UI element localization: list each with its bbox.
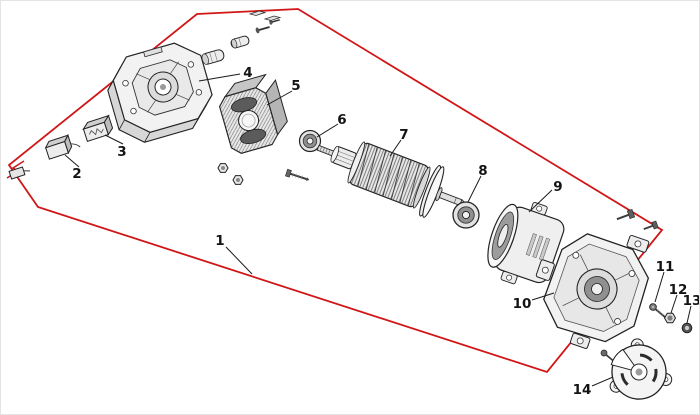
- terminal-tab-drawing: [248, 10, 267, 16]
- screw-icon: [285, 168, 310, 181]
- carbon-brush-drawing: [44, 133, 81, 160]
- armature-rotor-drawing: [316, 141, 465, 218]
- callout-label-8: 8: [478, 163, 487, 179]
- rear-end-bracket-drawing: [107, 42, 213, 143]
- screw-drawing: [649, 303, 666, 318]
- cover-plate-drawing: [609, 338, 673, 400]
- bolt-icon: [616, 209, 636, 221]
- callout-label-3: 3: [117, 144, 126, 160]
- small-screw-icon: [255, 26, 270, 34]
- bearing-front-drawing: [298, 129, 322, 153]
- nut-icon: [232, 175, 244, 185]
- nut-icon: [217, 163, 229, 173]
- bolt-icon: [643, 220, 659, 230]
- bearing-rear-drawing: [452, 201, 480, 229]
- callout-label-14: 14: [573, 382, 592, 398]
- terminal-drawing: [8, 166, 30, 180]
- callout-label-12: 12: [669, 282, 688, 298]
- assembly-outline: [7, 8, 664, 374]
- callout-label-1: 1: [215, 233, 224, 249]
- callout-label-7: 7: [399, 127, 408, 143]
- leader-lines: [64, 73, 692, 387]
- callout-label-9: 9: [553, 179, 562, 195]
- washer-cap-drawing: [681, 322, 693, 334]
- callout-label-4: 4: [243, 65, 252, 81]
- callout-label-5: 5: [291, 78, 300, 94]
- callout-label-13: 13: [683, 293, 700, 309]
- stator-drawing: [218, 73, 288, 154]
- callout-label-10: 10: [513, 296, 532, 312]
- nut-drawing: [663, 312, 677, 324]
- gear-housing-drawing: [535, 233, 650, 349]
- choke-coil-drawing: [230, 35, 250, 49]
- choke-coil-drawing: [201, 49, 225, 65]
- callout-label-6: 6: [337, 112, 346, 128]
- callout-label-2: 2: [72, 166, 81, 182]
- small-screw-icon: [269, 19, 280, 25]
- brush-holder-drawing: [82, 114, 114, 143]
- callout-label-11: 11: [656, 259, 675, 275]
- terminal-tab-drawing: [263, 15, 282, 21]
